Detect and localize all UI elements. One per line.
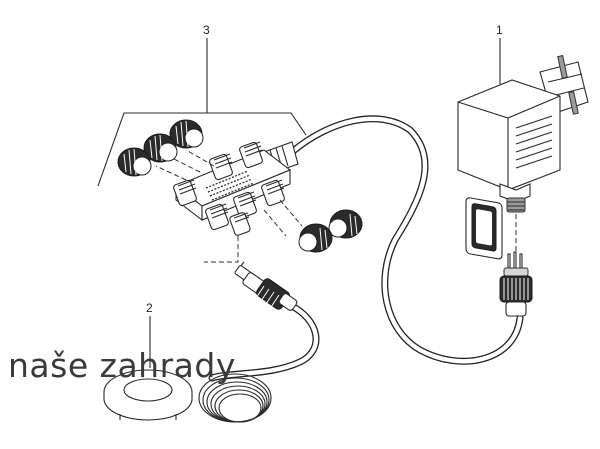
plug-prong-icon	[568, 91, 579, 115]
callout-label-2: 2	[146, 301, 153, 315]
sealing-cap-4	[328, 209, 363, 239]
assembly-lines-3	[155, 149, 303, 263]
callout-1: 1	[496, 23, 503, 84]
socket-lower-3	[233, 191, 257, 219]
distributor-block	[173, 141, 299, 236]
callout-bracket-3	[97, 112, 307, 187]
callout-label-3: 3	[203, 23, 210, 37]
watermark-text: naše zahrady	[8, 346, 236, 385]
transformer-housing	[457, 79, 561, 191]
vent-grille-icon	[515, 115, 553, 169]
socket-lower-4	[261, 179, 285, 207]
main-cable	[288, 115, 524, 365]
sensor-disc	[103, 369, 193, 421]
callout-2: 2	[146, 301, 153, 368]
sealing-cap-5	[298, 223, 333, 253]
socket-lower-5	[229, 212, 251, 236]
grip-texture-icon	[205, 170, 255, 201]
sealing-cap-1	[169, 119, 204, 149]
cable-plug-connector	[499, 251, 533, 317]
socket-lower-1	[173, 179, 197, 207]
socket-upper-2	[239, 141, 263, 169]
power-supply-unit	[457, 55, 589, 260]
sensor-face-icon	[123, 378, 173, 402]
socket-upper-1	[209, 153, 233, 181]
cable-coil	[198, 373, 272, 423]
socket-lower-2	[205, 203, 229, 231]
sealing-cap-2	[143, 133, 178, 163]
sensor-plug	[234, 261, 298, 311]
callout-label-1: 1	[496, 23, 503, 37]
sealing-cap-3	[117, 147, 152, 177]
callout-3: 3	[97, 23, 307, 187]
